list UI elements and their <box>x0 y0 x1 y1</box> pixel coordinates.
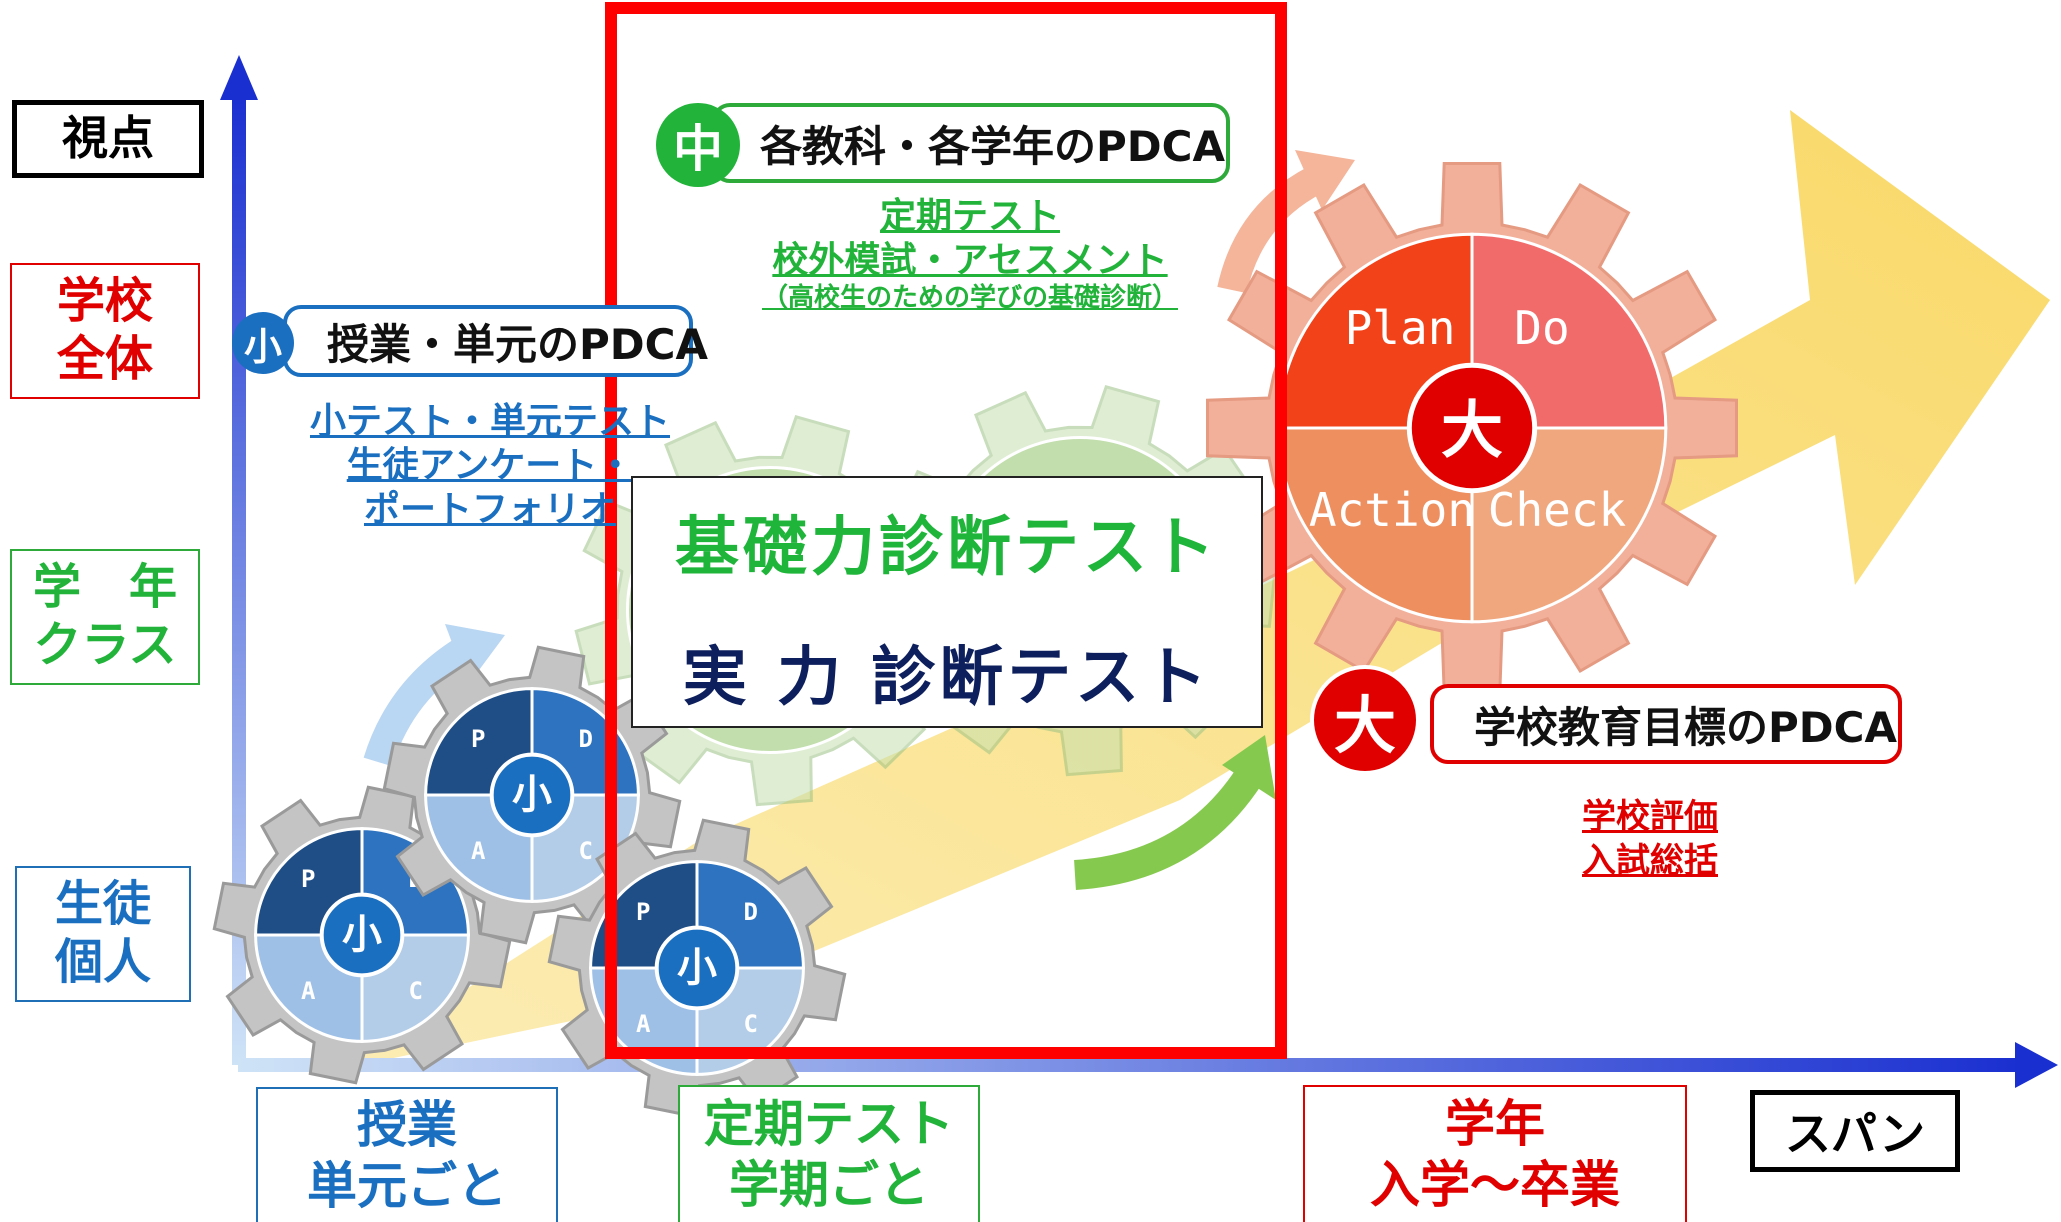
gear-center-label: 小 <box>342 912 382 958</box>
pdca-letter-p: P <box>471 725 485 753</box>
medium-cycle-arrowhead <box>1222 735 1276 800</box>
pdca-medium-item[interactable]: 定期テスト <box>879 196 1060 237</box>
span-year-label: 学年 入学～卒業 <box>1303 1085 1687 1222</box>
pdca-do-label: Do <box>1514 301 1569 355</box>
medium-cycle-arrow <box>1073 766 1263 890</box>
pdca-small-item[interactable]: ポートフォリオ <box>363 489 616 530</box>
pdca-small-title: 授業・単元のPDCA <box>283 305 708 377</box>
gear-center-label: 小 <box>512 772 552 818</box>
pdca-medium-title: 各教科・各学年のPDCA <box>712 103 1230 183</box>
pdca-medium-badge: 中 <box>656 103 740 187</box>
pdca-small-items: 小テスト・単元テスト 生徒アンケート・ ポートフォリオ <box>280 400 700 532</box>
pdca-large-item[interactable]: 学校評価 <box>1582 797 1718 837</box>
pdca-letter-d: D <box>579 725 593 753</box>
gear-center <box>319 892 405 978</box>
pdca-letter-a: A <box>471 837 486 865</box>
gear-center <box>489 752 575 838</box>
pdca-small-title-text: 授業・単元のPDCA <box>327 319 708 369</box>
pdca-large-items: 学校評価 入試総括 <box>1520 795 1780 883</box>
pdca-small-item[interactable]: 小テスト・単元テスト <box>309 401 670 442</box>
span-term-label: 定期テスト 学期ごと <box>678 1085 980 1222</box>
vertical-axis-arrowhead <box>220 55 258 100</box>
small-gears: PDAC小PDAC小PDAC小 <box>212 645 847 1118</box>
gear-center <box>654 925 740 1011</box>
pdca-medium-item[interactable]: （高校生のための学びの基礎診断） <box>761 283 1178 313</box>
pdca-small-item[interactable]: 生徒アンケート・ <box>346 445 634 486</box>
horizontal-axis <box>238 1058 2023 1072</box>
large-cycle-arrow <box>1217 166 1323 294</box>
ability-test-title: 実 力 診断テスト <box>682 641 1212 715</box>
pdca-letter-d: D <box>744 898 758 926</box>
pdca-letter-c: C <box>579 837 593 865</box>
gear-center <box>1406 362 1538 494</box>
pdca-letter-c: C <box>744 1010 758 1038</box>
gear-center-label: 小 <box>677 945 717 991</box>
span-label: スパン <box>1750 1090 1960 1172</box>
pdca-letter-c: C <box>409 977 423 1005</box>
gear-center-label: 大 <box>1441 394 1503 467</box>
pdca-letter-a: A <box>301 977 316 1005</box>
level-school-label: 学校 全体 <box>10 263 200 399</box>
pdca-action-label: Action <box>1309 483 1475 537</box>
pdca-medium-title-text: 各教科・各学年のPDCA <box>760 121 1225 171</box>
pdca-quadrant-check <box>1470 426 1668 624</box>
pdca-letter-a: A <box>636 1010 651 1038</box>
pdca-large-title: 学校教育目標のPDCA <box>1430 684 1902 764</box>
viewpoint-label: 視点 <box>12 100 204 178</box>
pdca-plan-label: Plan <box>1345 301 1456 355</box>
diagnostic-test-box: 基礎力診断テスト 実 力 診断テスト <box>631 476 1263 728</box>
horizontal-axis-arrowhead <box>2015 1042 2058 1088</box>
pdca-letter-p: P <box>301 865 315 893</box>
pdca-letter-p: P <box>636 898 650 926</box>
pdca-large-badge: 大 <box>1310 665 1420 775</box>
basic-skill-test-title: 基礎力診断テスト <box>675 511 1219 585</box>
pdca-medium-items: 定期テスト 校外模試・アセスメント （高校生のための学びの基礎診断） <box>700 195 1240 313</box>
small-cycle-arrowhead <box>445 624 505 685</box>
pdca-medium-item[interactable]: 校外模試・アセスメント <box>772 240 1168 281</box>
large-cycle-arrowhead <box>1295 150 1355 210</box>
level-student-label: 生徒 個人 <box>15 866 191 1002</box>
pdca-large-title-text: 学校教育目標のPDCA <box>1474 702 1897 752</box>
pdca-small-badge: 小 <box>232 312 294 374</box>
highlight-frame <box>605 2 1287 1059</box>
pdca-large-item[interactable]: 入試総括 <box>1582 841 1718 881</box>
small-cycle-arrow <box>363 637 474 767</box>
pdca-quadrant-do <box>1470 232 1668 430</box>
pdca-check-label: Check <box>1488 483 1626 537</box>
level-grade-label: 学 年 クラス <box>10 549 200 685</box>
growth-arrow <box>355 110 2050 1065</box>
span-unit-label: 授業 単元ごと <box>256 1087 558 1222</box>
